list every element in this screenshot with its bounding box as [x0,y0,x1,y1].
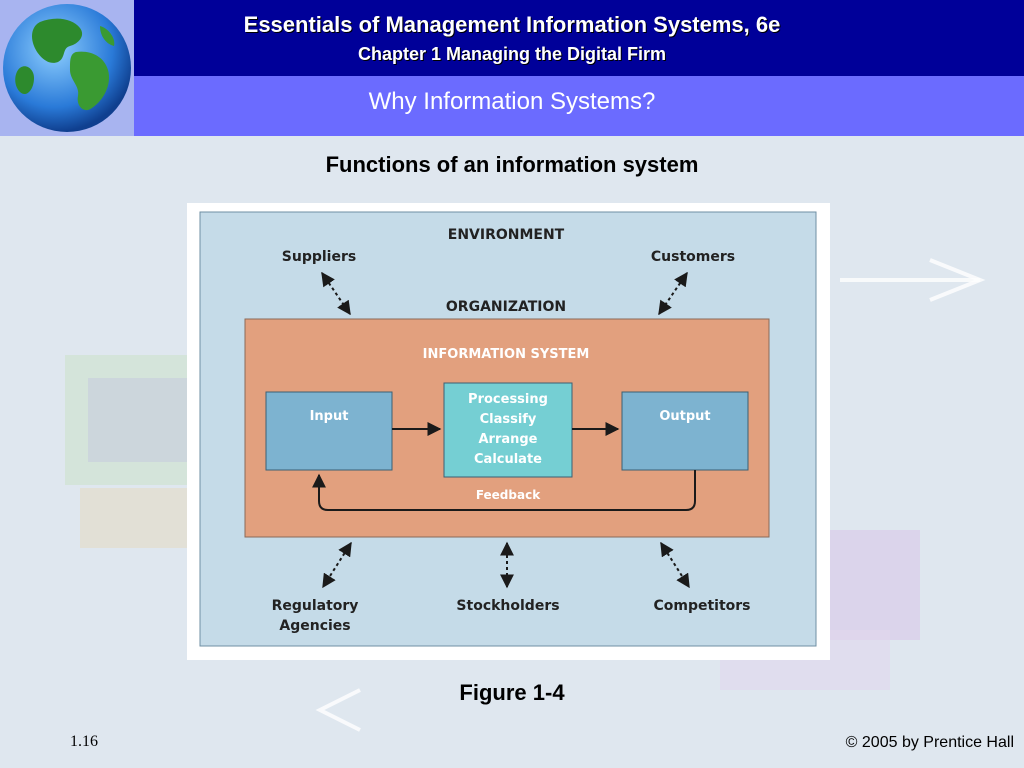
chapter-title: Chapter 1 Managing the Digital Firm [357,44,667,64]
suppliers-label: Suppliers [282,249,356,265]
processing-box [443,382,573,478]
output-label: Output [659,409,710,424]
arrange-label: Arrange [478,432,537,447]
regulatory-label: Regulatory [272,598,359,614]
regulatory-arrow [322,541,352,589]
copyright-notice: © 2005 by Prentice Hall [845,734,1014,751]
globe-icon [3,4,131,132]
suppliers-arrow [321,271,351,316]
customers-arrow [658,271,688,316]
information-system-diagram: ENVIRONMENT Suppliers Customers ORGANIZA… [199,211,817,647]
globe-logo [0,0,134,136]
input-label: Input [310,409,349,424]
figure-frame: ENVIRONMENT Suppliers Customers ORGANIZA… [187,203,830,660]
feedback-arrow [312,470,696,511]
organization-label: ORGANIZATION [446,299,566,315]
agencies-label: Agencies [279,618,350,634]
processing-label: Processing [468,392,548,407]
subtitle-bar [0,76,1024,136]
classify-label: Classify [480,412,537,427]
section-title: Why Information Systems? [368,88,656,115]
output-box [621,391,749,471]
competitors-label: Competitors [653,598,750,614]
customers-label: Customers [651,249,735,265]
slide-heading: Functions of an information system [325,152,699,177]
slide-number: 1.16 [70,733,98,750]
information-system-label: INFORMATION SYSTEM [423,347,590,362]
environment-label: ENVIRONMENT [448,227,565,243]
header-bar [0,0,1024,76]
calculate-label: Calculate [474,452,542,467]
figure-caption: Figure 1-4 [459,680,565,705]
course-title: Essentials of Management Information Sys… [243,12,781,37]
input-box [265,391,393,471]
feedback-label: Feedback [476,488,541,502]
competitors-arrow [660,541,690,589]
stockholders-label: Stockholders [456,598,559,614]
